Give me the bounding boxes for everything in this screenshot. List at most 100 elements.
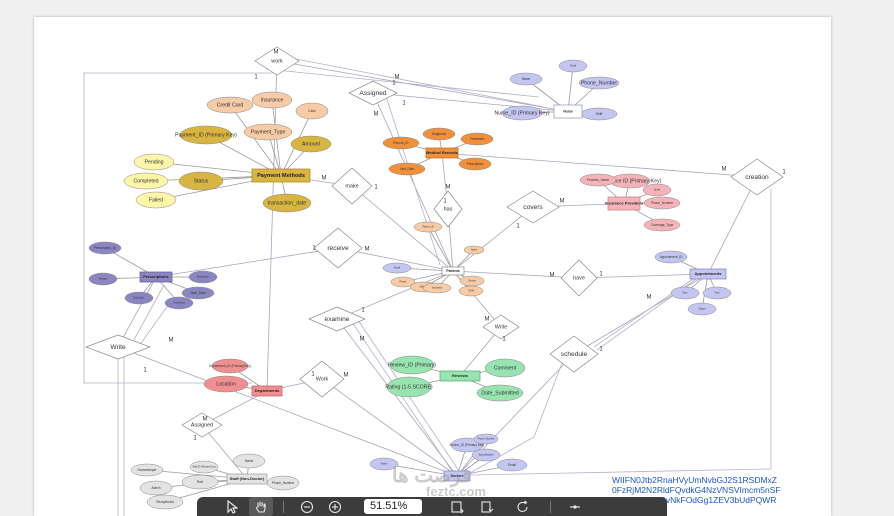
zoom-out-icon[interactable] xyxy=(294,497,320,516)
connector-line xyxy=(83,72,280,384)
connector-line xyxy=(469,189,772,476)
diagram-label: Housekeeper xyxy=(138,468,158,472)
diagram-label: Write xyxy=(495,324,507,330)
diagram-label: Write xyxy=(110,344,126,351)
diagram-label: Date_Submitted xyxy=(481,390,518,396)
link-line[interactable]: VQ5U2ZLQ09vNkFOdGg1ZEV3bUdPQWR xyxy=(612,495,777,505)
diagram-label: Gender xyxy=(468,280,476,283)
er-diagram: Credit CardInsuranceCashPayment_TypePaym… xyxy=(83,46,786,516)
connector-line xyxy=(351,185,454,272)
diagram-label: M xyxy=(560,199,565,205)
attribute-ellipse xyxy=(702,286,732,300)
link-text[interactable]: WIIFN0Jtb2RnaHVyUmNvbGJ2S1RSDMxZ 0FzRjM2… xyxy=(612,475,832,516)
link-line[interactable]: 0FzRjM2N2RldFQvdkG4NzVNSVImcm5nSF xyxy=(612,485,781,495)
attribute-43: Shift xyxy=(580,107,618,121)
entity-appointments: Appointments xyxy=(689,268,727,280)
relationship-11: Write xyxy=(482,314,520,340)
connector-line xyxy=(573,273,709,355)
attribute-ellipse xyxy=(243,123,293,141)
connector-line xyxy=(336,270,454,320)
diagram-label: Email xyxy=(570,65,576,68)
attribute-ellipse xyxy=(124,291,154,305)
diagram-label: Date xyxy=(682,292,688,295)
attribute-ellipse xyxy=(211,358,249,374)
attribute-ellipse xyxy=(146,494,184,510)
diagram-label: Pending xyxy=(144,159,163,165)
relationship-diamond xyxy=(85,334,151,360)
attribute-2: Insurance xyxy=(251,91,293,109)
diagram-label: Start_Date xyxy=(190,291,205,295)
attribute-connector xyxy=(229,104,282,176)
relationship-3: make xyxy=(331,167,373,205)
diagram-label: work xyxy=(270,58,283,64)
more-icon[interactable] xyxy=(563,497,587,516)
entity-nurse: Nurse xyxy=(553,104,583,119)
attribute-29: Name xyxy=(369,457,399,471)
diagram-label: M xyxy=(365,247,370,253)
attribute-22: Staff ID (Primary Key) xyxy=(189,460,219,474)
attribute-ellipse xyxy=(251,91,293,109)
diagram-label: End_Date xyxy=(134,297,145,300)
cursor-icon[interactable] xyxy=(215,497,249,516)
diagram-label: M xyxy=(550,273,555,279)
entity-box xyxy=(441,266,465,276)
attribute-ellipse xyxy=(386,376,432,398)
diagram-label: Comment xyxy=(494,365,517,371)
entity-departments: Departments xyxy=(251,385,283,397)
attribute-46: Treatment xyxy=(460,132,494,146)
diagram-label: schedule xyxy=(561,351,588,358)
attribute-32: Email xyxy=(642,183,672,197)
relationship-4: has xyxy=(433,190,463,228)
attribute-ellipse xyxy=(139,480,173,496)
zoom-in-icon[interactable] xyxy=(320,497,350,516)
attribute-ellipse xyxy=(262,193,312,213)
diagram-label: Location xyxy=(216,381,236,387)
attribute-12: Review_ID (Primary) xyxy=(388,355,436,375)
attribute-ellipse xyxy=(88,272,118,286)
page-menu-icon[interactable] xyxy=(472,497,502,516)
zoom-level-field[interactable]: 51.51% xyxy=(364,497,422,516)
attribute-ellipse xyxy=(290,135,332,153)
diagram-label: Name xyxy=(381,463,388,466)
rotate-icon[interactable] xyxy=(508,497,538,516)
zoom-level[interactable]: 51.51% xyxy=(364,499,422,514)
diagram-label: Doctors xyxy=(451,474,464,478)
diagram-label: Payment Methods xyxy=(257,173,305,179)
diagram-label: M xyxy=(344,373,349,379)
attribute-ellipse xyxy=(578,76,620,90)
attribute-38: Status xyxy=(687,302,717,316)
attribute-ellipse xyxy=(181,286,215,300)
hand-icon[interactable] xyxy=(249,497,273,516)
diagram-label: Staff ID (Primary Key) xyxy=(192,466,215,469)
diagram-label: Assigned xyxy=(191,422,213,428)
diagram-label: Nurse_ID (Primary Key) xyxy=(494,110,549,116)
diagram-label: Name xyxy=(471,249,478,252)
diagram-label: 1 xyxy=(516,224,520,230)
fit-page-icon[interactable] xyxy=(442,497,472,516)
link-line[interactable]: WIIFN0Jtb2RnaHVyUmNvbGJ2S1RSDMxZ xyxy=(612,475,777,485)
diagram-label: 1 xyxy=(402,101,406,107)
diagram-label: Email xyxy=(654,189,660,192)
attribute-19: Admin xyxy=(139,480,173,496)
attribute-47: Prescription xyxy=(458,157,492,171)
diagram-label: Departments xyxy=(255,388,280,393)
shapes: Credit CardInsuranceCashPayment_TypePaym… xyxy=(85,46,786,510)
relationship-diamond xyxy=(181,412,223,438)
relationship-diamond xyxy=(308,306,366,332)
diagram-label: Patient_ID xyxy=(422,226,433,229)
attribute-ellipse xyxy=(654,250,688,264)
diagram-label: Insurance ID (Primary Key) xyxy=(599,178,662,184)
diagram-label: Reviews xyxy=(452,373,469,378)
entity-box xyxy=(439,370,481,382)
diagram-label: Dosage xyxy=(99,278,108,281)
diagram-label: DOB xyxy=(468,290,474,293)
attribute-ellipse xyxy=(178,171,224,191)
attribute-ellipse xyxy=(206,96,254,114)
attribute-ellipse xyxy=(670,286,700,300)
entity-insurance-providers: Insurance Providers xyxy=(605,196,644,211)
diagram-label: Insurance xyxy=(261,97,284,103)
attribute-6: Amount xyxy=(290,135,332,153)
diagram-label: M xyxy=(446,185,451,191)
relationship-2: Assigned xyxy=(348,80,398,106)
diagram-label: 1 xyxy=(361,308,365,314)
